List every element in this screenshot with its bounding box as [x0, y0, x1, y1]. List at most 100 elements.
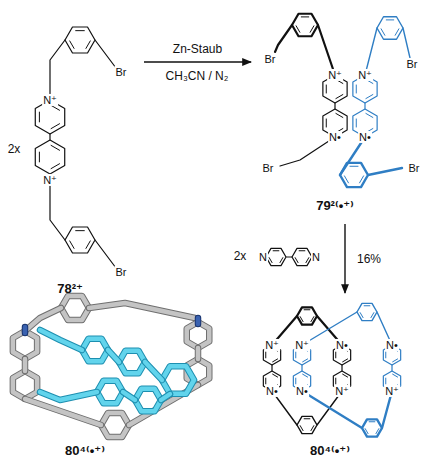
atom-label: Br: [115, 266, 128, 278]
bond-line: [51, 105, 59, 110]
bond-line: [360, 313, 363, 318]
bond-line: [86, 241, 90, 248]
bond-line: [364, 305, 370, 306]
bond-line: [335, 352, 336, 358]
compound-78: [35, 27, 116, 268]
bond-line: [303, 374, 308, 377]
bond-line: [51, 124, 59, 129]
stick-outline: [13, 371, 37, 399]
bond-line: [369, 421, 375, 422]
bond-line: [269, 258, 272, 263]
ring: [65, 27, 95, 53]
atom-label: N⁺: [384, 385, 400, 397]
stick-outline: [101, 413, 129, 437]
bond-line: [385, 378, 386, 384]
bond-line: [318, 25, 335, 75]
atom-label: N⁺: [42, 94, 58, 106]
bond-line: [360, 176, 364, 183]
ring: [292, 248, 312, 265]
stoichiometry-text: 2x: [233, 250, 248, 263]
stick: [13, 371, 37, 399]
atom-label: N⁺: [42, 174, 58, 186]
ring: [362, 419, 382, 436]
bond-line: [381, 29, 385, 35]
stick-outline: [25, 308, 61, 331]
bond-line: [273, 374, 278, 377]
compound-region: 80⁴⁽•⁺⁾: [0, 300, 240, 460]
stick: [101, 413, 129, 437]
bond-line: [326, 119, 327, 127]
bond-line: [50, 180, 65, 240]
atom-label: N•: [295, 385, 309, 397]
ring: [297, 307, 317, 324]
bond-line: [356, 119, 357, 127]
bond-line: [385, 352, 386, 358]
reaction-arrow: [144, 61, 251, 62]
compound-region: 80⁴⁽•⁺⁾: [250, 297, 422, 460]
bond-line: [280, 137, 335, 166]
bond-line: [70, 41, 74, 48]
bond-line: [301, 16, 308, 17]
atom-label: N⁺: [327, 69, 343, 81]
atom-label: Br: [115, 66, 128, 78]
stick-outline: [40, 392, 97, 400]
bond-line: [364, 103, 365, 109]
bond-line: [299, 250, 305, 251]
atom-label: N⁺: [264, 339, 280, 351]
stick: [162, 366, 194, 394]
bond-line: [343, 374, 348, 377]
stick: [82, 339, 108, 362]
atom-label: N•: [328, 131, 342, 143]
bond-line: [335, 378, 336, 384]
stick-outline: [195, 348, 202, 359]
bond-line: [302, 391, 362, 428]
bond-line: [365, 28, 377, 75]
ring: [35, 140, 64, 174]
bond-line: [286, 256, 292, 257]
stick: [123, 392, 135, 400]
compound-number: 79²⁽•⁺⁾: [316, 198, 354, 213]
stick-outline: [89, 303, 195, 318]
arrow-label: 16%: [355, 252, 383, 266]
bond-line: [76, 30, 85, 31]
atom-label: Br: [264, 53, 277, 65]
bond-line: [295, 378, 296, 384]
atom-label: N•: [265, 385, 279, 397]
bond-line: [271, 365, 272, 371]
bond-line: [300, 426, 303, 431]
stick: [119, 351, 145, 374]
stick-outline: [82, 339, 108, 362]
bond-line: [403, 28, 410, 58]
stick: [23, 327, 28, 333]
bond-line: [393, 374, 398, 377]
atom-label: N⁺: [357, 69, 373, 81]
stick-outline: [61, 296, 89, 320]
bond-line: [76, 230, 85, 231]
arrow-label: Zn-Staub: [171, 42, 224, 56]
atom-label: N•: [385, 339, 399, 351]
bond-line: [366, 95, 373, 99]
bond-line: [311, 426, 314, 431]
stick: [89, 303, 195, 318]
bond-line: [306, 258, 309, 263]
stick-outline: [108, 350, 119, 362]
stick-outline: [97, 381, 123, 404]
bond-line: [50, 40, 65, 100]
bipyridine-reagent: [266, 248, 312, 265]
bond-line: [365, 429, 368, 434]
ring: [377, 17, 403, 40]
stick: [40, 392, 97, 400]
compound-number: 80⁴⁽•⁺⁾: [310, 443, 350, 458]
stick-outline: [22, 359, 29, 371]
bond-line: [39, 112, 40, 122]
stick: [135, 389, 161, 412]
stick: [145, 362, 162, 380]
stick-outline: [135, 389, 161, 412]
bond-line: [368, 168, 402, 175]
stick-outline: [119, 351, 145, 374]
bond-line: [393, 359, 398, 362]
stick-outline: [123, 392, 135, 400]
bond-line: [51, 164, 59, 169]
stick: [61, 296, 89, 320]
bond-line: [395, 29, 399, 35]
